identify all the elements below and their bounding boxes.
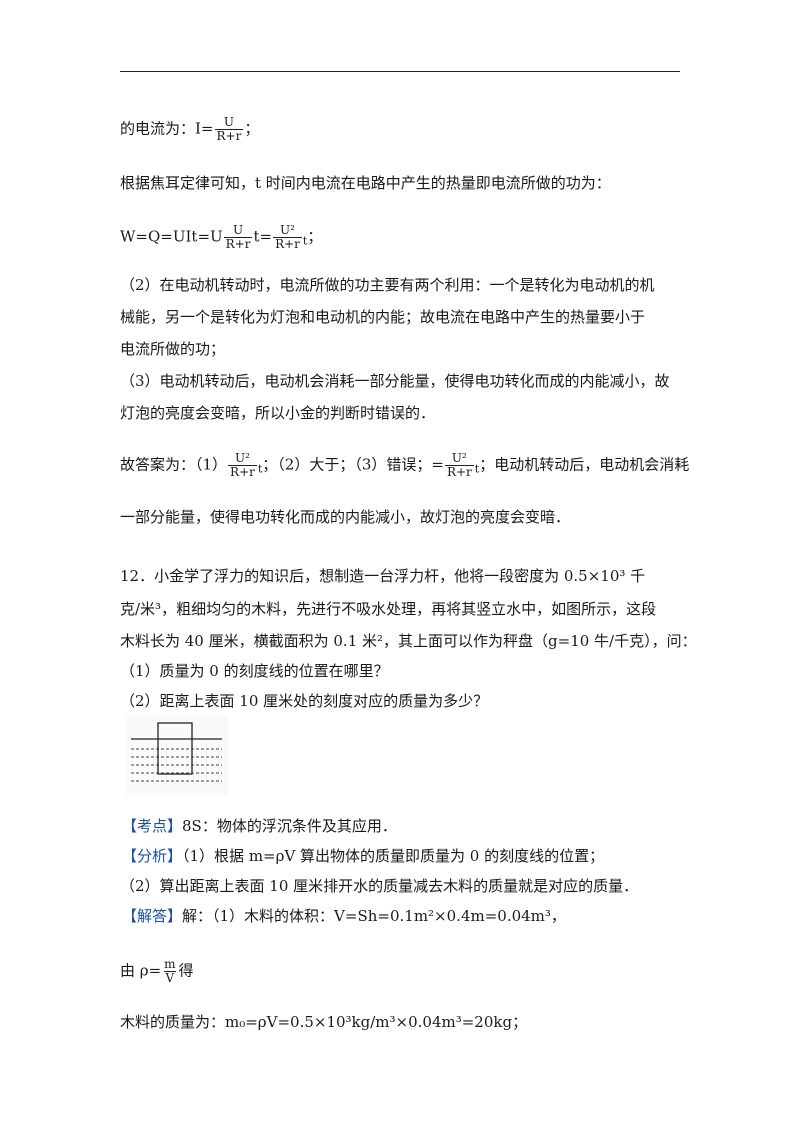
denominator: R+r — [223, 237, 253, 251]
numerator: U — [223, 115, 234, 129]
denominator: R+r — [273, 237, 302, 251]
para3-line1: （3）电动机转动后，电动机会消耗一部分能量，使得电功转化而成的内能减小，故 — [120, 372, 670, 390]
mass-line: 木料的质量为：m₀=ρV=0.5×10³kg/m³×0.04m³=20kg； — [120, 1013, 528, 1031]
fenxi-line2: （2）算出距离上表面 10 厘米排开水的质量减去木料的质量就是对应的质量． — [120, 877, 639, 895]
text: ； — [244, 119, 260, 138]
text: 得 — [178, 961, 194, 980]
numerator: m — [164, 957, 176, 971]
text: 由 ρ= — [120, 961, 162, 980]
text: 8S：物体的浮沉条件及其应用． — [182, 817, 397, 835]
denominator: R+r — [228, 465, 257, 479]
para2-line2: 械能，另一个是转化为灯泡和电动机的内能；故电流在电路中产生的热量要小于 — [120, 308, 646, 326]
text: t= — [253, 227, 273, 246]
variable-t: t — [302, 234, 308, 248]
question-12-line3: 木料长为 40 厘米，横截面积为 0.1 米²，其上面可以作为秤盘（g=10 牛… — [120, 632, 697, 650]
text: 解：（1）木料的体积：V=Sh=0.1m²×0.4m=0.04m³， — [182, 907, 566, 925]
denominator: V — [163, 971, 177, 985]
text: 的电流为：I= — [120, 119, 214, 138]
header-rule — [120, 71, 680, 72]
fenxi-tag: 【分析】 — [122, 847, 183, 865]
answer-line2: 一部分能量，使得电功转化而成的内能减小，故灯泡的亮度会变暗． — [120, 508, 571, 526]
text: 故答案为：（1） — [120, 455, 228, 474]
floating-wood-figure — [125, 715, 228, 795]
denominator: R+r — [444, 465, 474, 479]
question-12-line2: 克/米³，粗细均匀的木料，先进行不吸水处理，再将其竖立水中，如图所示，这段 — [120, 600, 657, 618]
para2-line3: 电流所做的功； — [120, 340, 226, 358]
jieda-tag: 【解答】 — [122, 907, 183, 925]
numerator: U — [233, 223, 244, 237]
para2-line1: （2）在电动机转动时，电流所做的功主要有两个利用：一个是转化为电动机的机 — [120, 276, 655, 294]
text: W=Q=UIt=U — [120, 227, 223, 246]
numerator: U² — [280, 223, 295, 237]
numerator: U² — [234, 451, 250, 465]
numerator: U² — [451, 451, 467, 465]
variable-t: t — [474, 462, 480, 476]
question-12-part1: （1）质量为 0 的刻度线的位置在哪里？ — [120, 662, 389, 680]
variable-t: t — [257, 462, 263, 476]
kaodian-line: 【考点】8S：物体的浮沉条件及其应用． — [122, 815, 397, 837]
figure-background — [125, 715, 228, 795]
denominator: R+r — [214, 129, 244, 143]
kaodian-tag: 【考点】 — [122, 817, 183, 835]
joule-law-line: 根据焦耳定律可知，t 时间内电流在电路中产生的热量即电流所做的功为： — [120, 174, 611, 192]
jieda-line: 【解答】解：（1）木料的体积：V=Sh=0.1m²×0.4m=0.04m³， — [122, 905, 566, 927]
text: （1）根据 m=ρV 算出物体的质量即质量为 0 的刻度线的位置； — [182, 847, 605, 865]
question-12-part2: （2）距离上表面 10 厘米处的刻度对应的质量为多少？ — [120, 692, 489, 710]
text: ； — [307, 227, 323, 246]
text: ；电动机转动后，电动机会消耗 — [479, 455, 690, 474]
para3-line2: 灯泡的亮度会变暗，所以小金的判断时错误的． — [120, 404, 436, 422]
question-12-line1: 12．小金学了浮力的知识后，想制造一台浮力杆，他将一段密度为 0.5×10³ 千 — [120, 567, 646, 585]
fenxi-line: 【分析】（1）根据 m=ρV 算出物体的质量即质量为 0 的刻度线的位置； — [122, 845, 604, 867]
text: ；（2）大于；（3）错误；= — [262, 455, 444, 474]
